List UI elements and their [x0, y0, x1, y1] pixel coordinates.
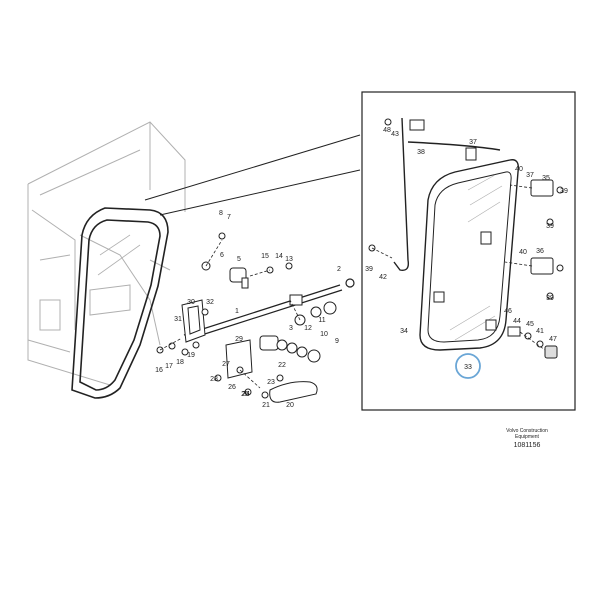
- brand-line1: Volvo Construction: [506, 428, 548, 434]
- cab-door-frame: [71, 207, 169, 399]
- callout-44: 44: [513, 318, 521, 325]
- handle-assembly: [156, 232, 337, 403]
- callout-23: 23: [267, 379, 275, 386]
- callout-38: 38: [417, 149, 425, 156]
- callout-40a: 40: [515, 166, 523, 173]
- brand-line2: Equipment: [515, 434, 540, 440]
- callout-18: 18: [176, 359, 184, 366]
- callout-45: 45: [526, 321, 534, 328]
- dashed-assembly-lines: [159, 184, 546, 389]
- lock-body: [181, 267, 303, 343]
- callout-19: 19: [187, 352, 195, 359]
- callout-37a: 37: [469, 139, 477, 146]
- callout-6: 6: [220, 252, 224, 259]
- callout-32: 32: [206, 299, 214, 306]
- callout-42: 42: [379, 274, 387, 281]
- cab-door-glass: [97, 234, 141, 276]
- door-window-panel: [419, 159, 520, 351]
- callout-40b: 40: [519, 249, 527, 256]
- callout-7: 7: [227, 214, 231, 221]
- callout-22: 22: [278, 362, 286, 369]
- grab-rod: [393, 117, 501, 271]
- callout-29: 29: [235, 336, 243, 343]
- callout-25: 25: [241, 391, 249, 398]
- callout-17: 17: [165, 363, 173, 370]
- callout-1: 1: [235, 308, 239, 315]
- callout-33: 33: [464, 364, 472, 371]
- callout-16: 16: [155, 367, 163, 374]
- callout-labels: 1 2 3 5 6 7 8 9 10 11 12 13 14 15 16 17 …: [155, 127, 568, 409]
- callout-48: 48: [383, 127, 391, 134]
- callout-8: 8: [219, 210, 223, 217]
- callout-47: 47: [549, 336, 557, 343]
- callout-21: 21: [262, 402, 270, 409]
- callout-13: 13: [285, 256, 293, 263]
- brand-block: Volvo Construction Equipment 1081156: [506, 428, 548, 449]
- latch-brackets: [368, 118, 564, 300]
- callout-34: 34: [400, 328, 408, 335]
- cab-outline: [27, 121, 186, 386]
- brand-ref: 1081156: [514, 442, 541, 449]
- callout-46: 46: [504, 308, 512, 315]
- callout-14: 14: [275, 253, 283, 260]
- callout-43: 43: [391, 131, 399, 138]
- callout-39d: 39: [560, 188, 568, 195]
- zoom-callout-lines: [144, 134, 361, 216]
- callout-20: 20: [286, 402, 294, 409]
- window-hinge-plates: [433, 147, 497, 331]
- callout-10: 10: [320, 331, 328, 338]
- callout-27: 27: [222, 361, 230, 368]
- window-glass-hatch: [449, 174, 503, 341]
- detail-frame: [361, 91, 576, 411]
- callout-39b: 39: [546, 295, 554, 302]
- callout-9: 9: [335, 338, 339, 345]
- callout-26: 26: [228, 384, 236, 391]
- callout-11: 11: [318, 317, 325, 324]
- callout-36: 36: [536, 248, 544, 255]
- callout-5: 5: [237, 256, 241, 263]
- callout-28: 28: [210, 376, 218, 383]
- callout-2: 2: [337, 266, 341, 273]
- callout-41: 41: [536, 328, 544, 335]
- highlight-circle: [455, 353, 481, 379]
- callout-12: 12: [304, 325, 312, 332]
- callout-39a: 39: [546, 223, 554, 230]
- callout-3: 3: [289, 325, 293, 332]
- callout-37b: 37: [526, 172, 534, 179]
- callout-39c: 39: [365, 266, 373, 273]
- callout-24: 24: [242, 391, 250, 398]
- window-latch-hardware: [507, 326, 558, 359]
- callout-30: 30: [187, 299, 195, 306]
- callout-15: 15: [261, 253, 269, 260]
- callout-35: 35: [542, 175, 550, 182]
- door-hinge-pin-and-rod: [183, 278, 355, 341]
- callout-31: 31: [174, 316, 182, 323]
